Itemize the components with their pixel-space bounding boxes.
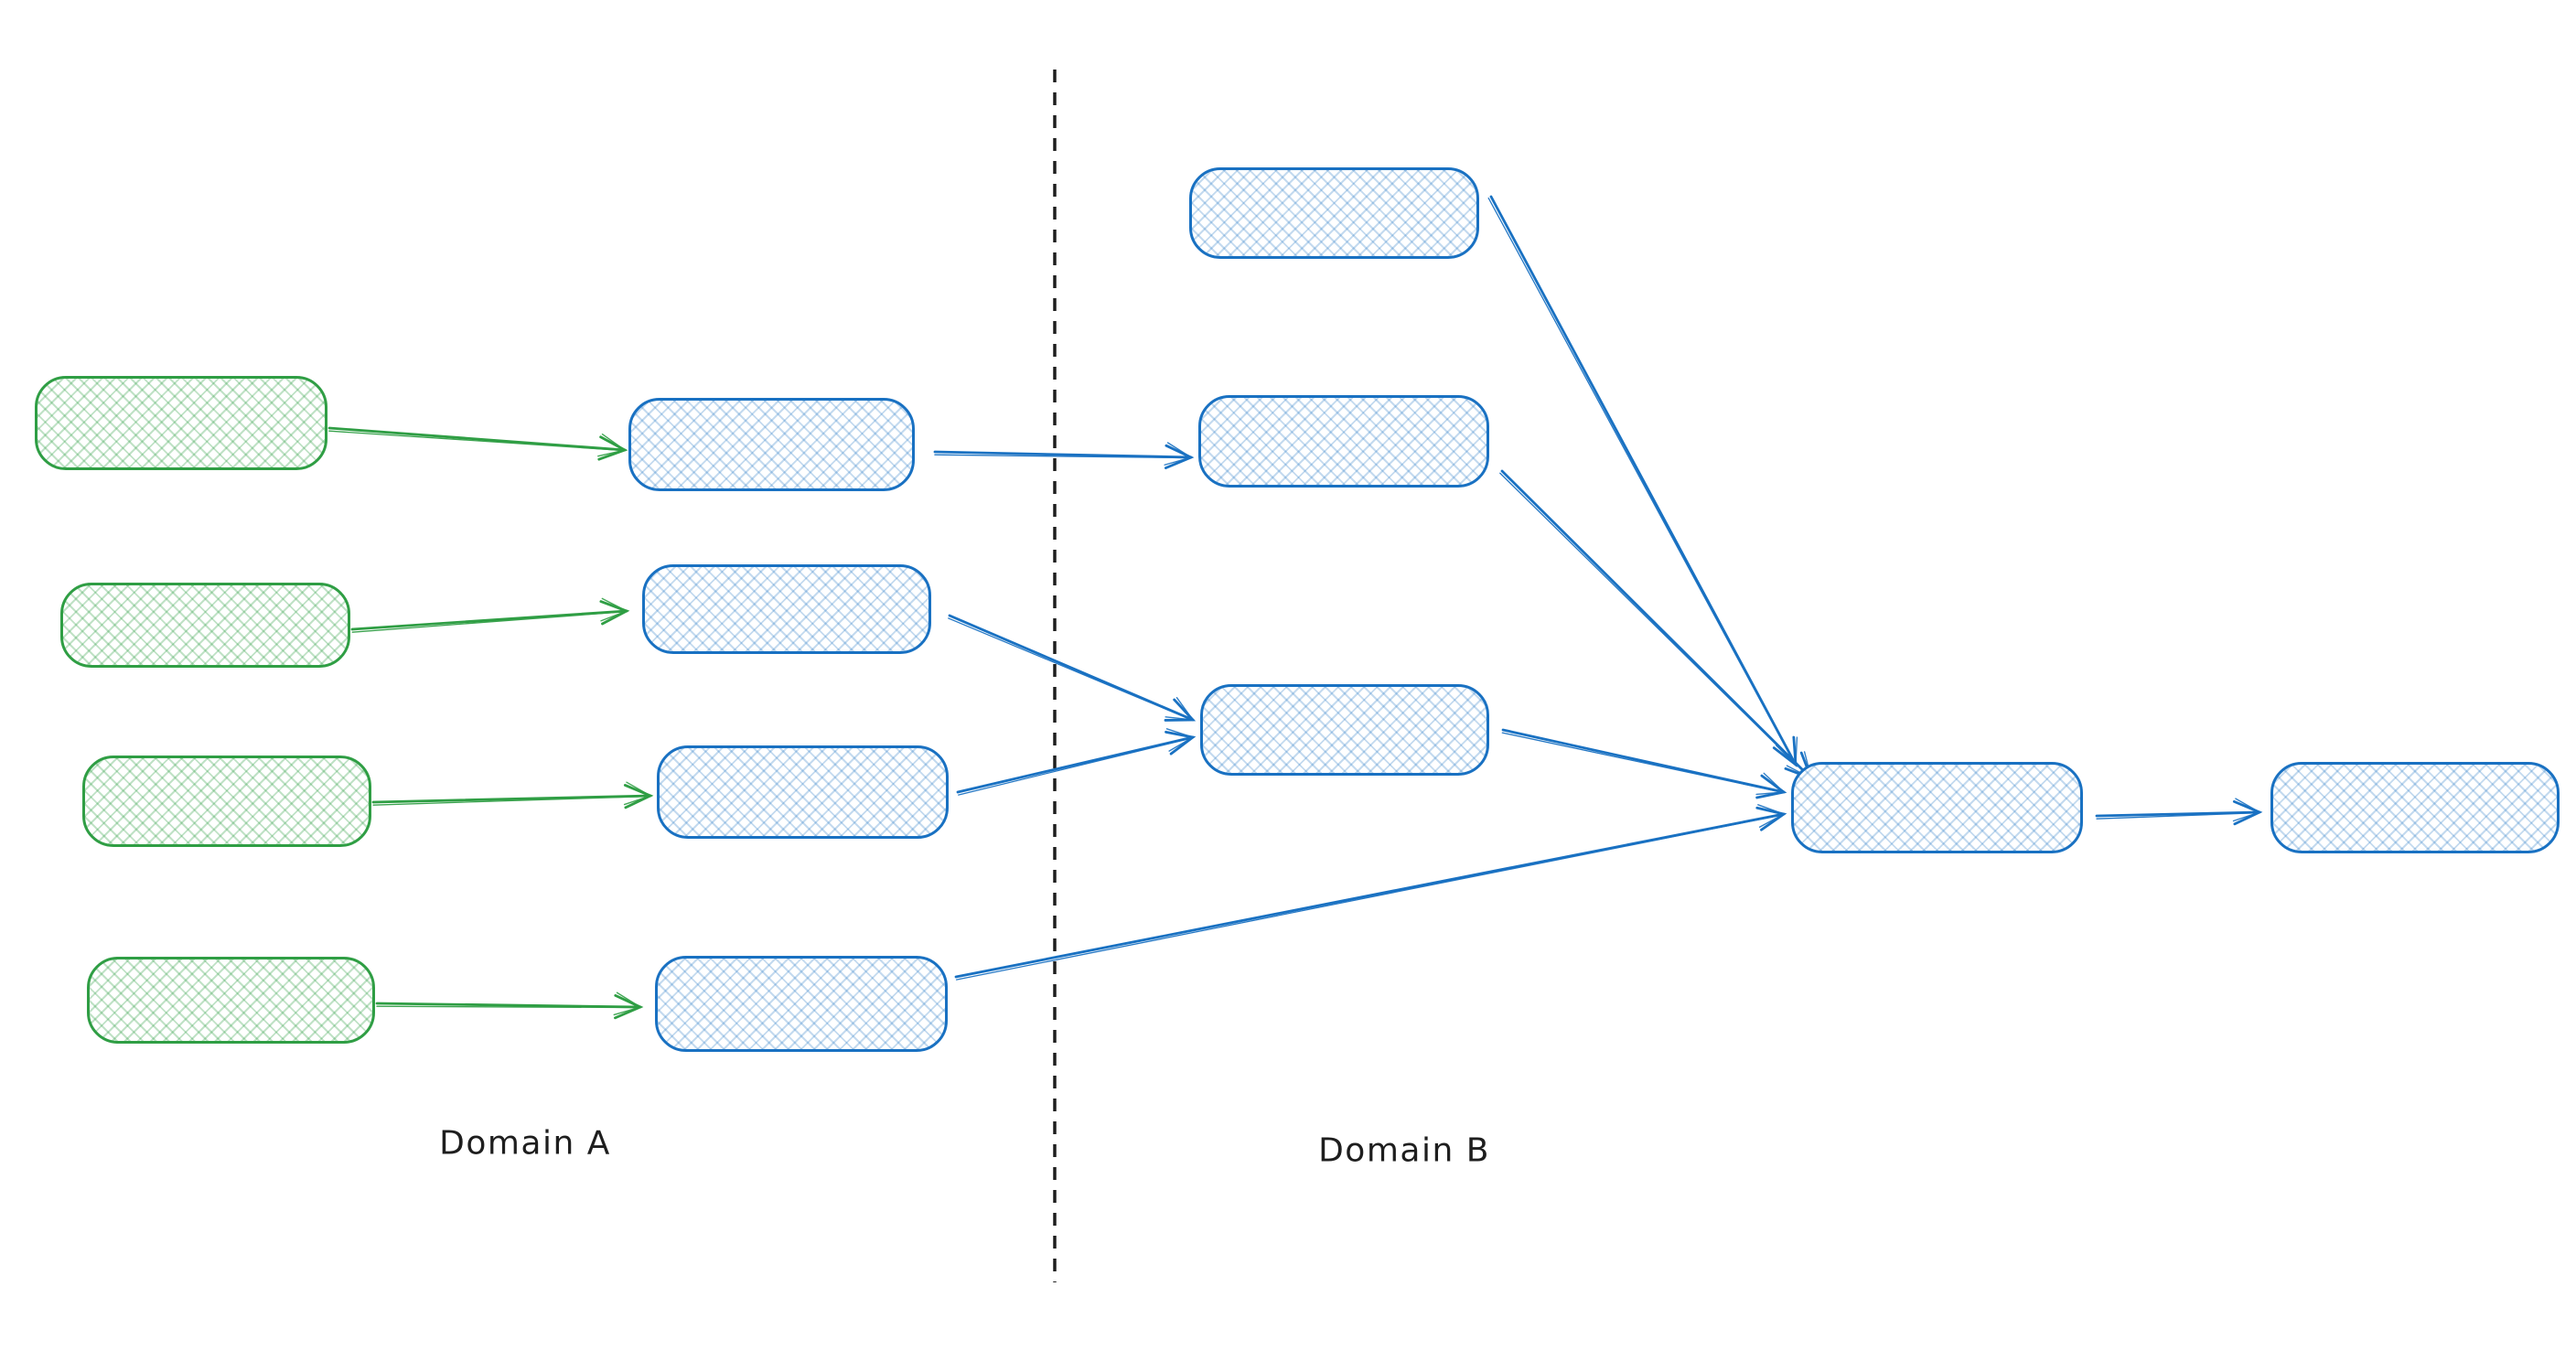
node-blue-b3[interactable] xyxy=(1200,684,1489,776)
domain-b-label[interactable]: Domain B xyxy=(1318,1131,1490,1170)
node-blue-a1[interactable] xyxy=(628,398,915,491)
arrow-a4-to-b4[interactable] xyxy=(954,804,1787,981)
node-blue-b1[interactable] xyxy=(1189,167,1479,259)
arrow-a1-to-b2[interactable] xyxy=(933,442,1195,470)
node-blue-a4[interactable] xyxy=(655,956,948,1052)
arrow-a2-to-b3[interactable] xyxy=(948,614,1197,722)
arrow-green3-to-a3[interactable] xyxy=(371,781,654,809)
node-blue-a3[interactable] xyxy=(657,745,949,839)
node-blue-a2[interactable] xyxy=(642,564,931,654)
node-green-source-2[interactable] xyxy=(60,583,350,668)
node-green-source-4[interactable] xyxy=(87,957,375,1044)
node-blue-b2[interactable] xyxy=(1198,395,1489,488)
arrow-b4-to-b5[interactable] xyxy=(2095,798,2263,826)
node-blue-b4[interactable] xyxy=(1791,762,2083,853)
arrow-b3-to-b4[interactable] xyxy=(1501,728,1787,799)
arrow-green4-to-a4[interactable] xyxy=(375,991,644,1020)
node-green-source-3[interactable] xyxy=(82,756,371,847)
node-blue-b5[interactable] xyxy=(2270,762,2560,853)
arrow-b1-to-b4[interactable] xyxy=(1487,195,1798,768)
domain-a-label[interactable]: Domain A xyxy=(439,1124,611,1163)
arrow-green1-to-a1[interactable] xyxy=(327,426,628,461)
arrow-a3-to-b3[interactable] xyxy=(956,728,1197,796)
node-green-source-1[interactable] xyxy=(35,376,327,470)
arrow-b2-to-b4[interactable] xyxy=(1499,469,1814,781)
arrow-green2-to-a2[interactable] xyxy=(350,597,630,633)
